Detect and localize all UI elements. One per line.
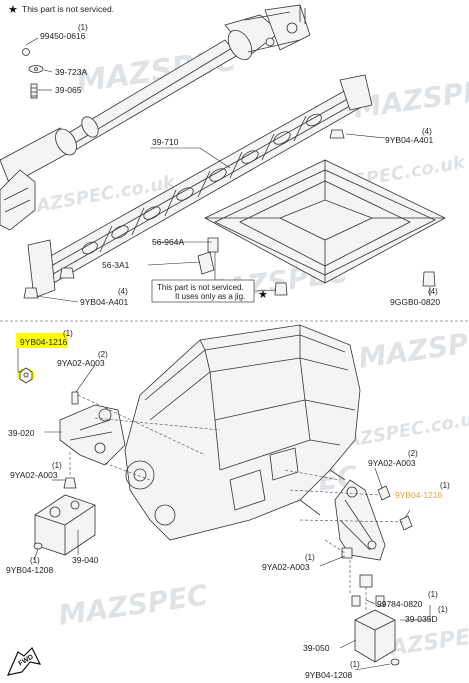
label-9YB04-1216-right: 9YB04-1216 bbox=[395, 490, 443, 500]
label-56-964A: 56-964A bbox=[152, 237, 184, 247]
left-engine-mount-bracket bbox=[59, 391, 126, 466]
label-9YB04-1216-left-qty: (1) bbox=[63, 329, 73, 338]
label-39-020: 39-020 bbox=[8, 428, 35, 438]
label-9YB04-1216-left: 9YB04-1216 bbox=[20, 337, 68, 347]
jig-plate bbox=[204, 159, 446, 284]
jig-note-box bbox=[151, 279, 255, 303]
label-9YB04-1208-left-qty: (1) bbox=[30, 556, 40, 565]
label-99450-0616: 99450-0616 bbox=[40, 31, 86, 41]
label-39-723A: 39-723A bbox=[55, 67, 87, 77]
label-39-065: 39-065 bbox=[55, 85, 82, 95]
label-9GGB0-0820: 9GGB0-0820 bbox=[390, 297, 440, 307]
star-icon: ★ bbox=[8, 4, 18, 16]
label-9YB04-A401-left: 9YB04-A401 bbox=[80, 297, 128, 307]
left-highlighted-nut bbox=[17, 367, 35, 384]
label-9YA02-A003-right-qty: (2) bbox=[408, 449, 418, 458]
label-39-040: 39-040 bbox=[72, 555, 99, 565]
label-99784-0820: 99784-0820 bbox=[377, 599, 423, 609]
label-99784-qty: (1) bbox=[428, 590, 438, 599]
tunnel-brace bbox=[27, 74, 373, 299]
highlight-9YB04-1216-left bbox=[16, 333, 68, 348]
bottom-leader-lines bbox=[17, 342, 431, 671]
label-9YA02-A003-top-qty: (2) bbox=[98, 350, 108, 359]
right-engine-mount-bracket bbox=[334, 479, 413, 561]
right-engine-mount bbox=[351, 574, 400, 666]
label-56-3A1: 56-3A1 bbox=[102, 260, 130, 270]
label-9YB04-1208-left: 9YB04-1208 bbox=[6, 565, 54, 575]
label-9YA02-A003-right: 9YA02-A003 bbox=[368, 458, 416, 468]
label-9YB04-A401-right: 9YB04-A401 bbox=[385, 135, 433, 145]
label-9YB04-1208-bottom-qty: (1) bbox=[350, 660, 360, 669]
engine-block bbox=[124, 324, 361, 541]
label-9YA02-A003-bottom-qty: (1) bbox=[305, 553, 315, 562]
label-9YB04-A401-left-qty: (4) bbox=[118, 287, 128, 296]
fwd-arrow-icon: FWD bbox=[6, 646, 42, 676]
label-39-035D: 39-035D bbox=[405, 614, 438, 624]
label-9YB04-1216-right-qty: (1) bbox=[440, 481, 450, 490]
watermark-brand: MAZSPEC bbox=[56, 578, 210, 632]
label-9YA02-A003-left: 9YA02-A003 bbox=[10, 470, 58, 480]
star-icon: ★ bbox=[258, 289, 268, 301]
label-9YB04-A401-right-qty: (4) bbox=[422, 127, 432, 136]
label-9YA02-A003-top: 9YA02-A003 bbox=[57, 358, 105, 368]
label-39-710: 39-710 bbox=[152, 137, 179, 147]
top-leader-lines bbox=[25, 37, 431, 303]
label-39-050: 39-050 bbox=[303, 643, 330, 653]
watermark-brand: MAZSPEC bbox=[356, 321, 469, 375]
top-hardware bbox=[22, 48, 436, 299]
label-9YA02-A003-bottom: 9YA02-A003 bbox=[262, 562, 310, 572]
left-engine-mount bbox=[33, 477, 96, 556]
label-9GGB0-qty: (4) bbox=[428, 287, 438, 296]
jig-note-line1: This part is not serviced. bbox=[157, 283, 244, 292]
propeller-shaft bbox=[0, 4, 311, 231]
label-99450-qty: (1) bbox=[78, 23, 88, 32]
note-not-serviced: This part is not serviced. bbox=[22, 4, 114, 14]
jig-note-line2: It uses only as a jig. bbox=[175, 292, 245, 301]
assembly-lines bbox=[69, 394, 406, 610]
label-9YB04-1208-bottom: 9YB04-1208 bbox=[305, 670, 353, 680]
label-9YA02-A003-left-qty: (1) bbox=[52, 461, 62, 470]
label-39-035D-qty: (1) bbox=[438, 605, 448, 614]
